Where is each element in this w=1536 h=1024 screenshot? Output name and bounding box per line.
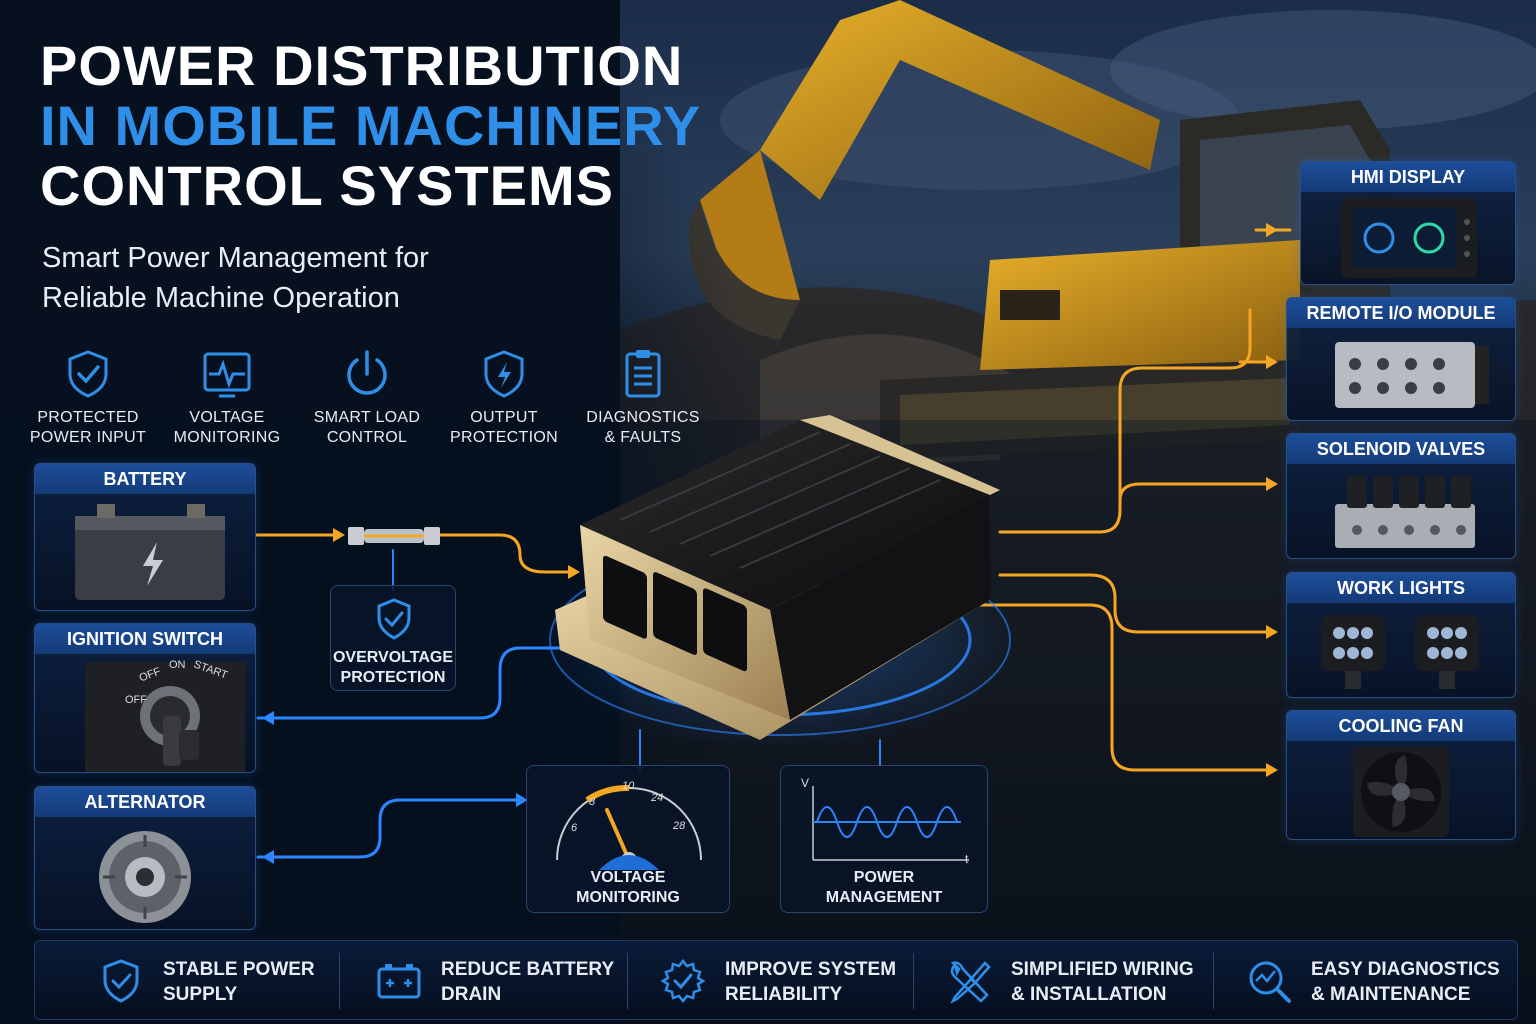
output-work-lights-panel: WORK LIGHTS [1286, 572, 1516, 698]
gauge-tick-24: 24 [651, 792, 664, 804]
shield-check-icon [68, 350, 108, 398]
shield-check-icon [377, 598, 411, 640]
feature-label-line-2: CONTROL [326, 429, 408, 446]
power-icon [347, 350, 387, 395]
output-solenoid-valves-panel: SOLENOID VALVES [1286, 433, 1516, 559]
voltage-gauge-icon [556, 784, 702, 870]
overvoltage-line-2: PROTECTION [340, 669, 446, 686]
feature-diagnostics-faults: DIAGNOSTICS & FAULTS [573, 346, 713, 448]
chart-x-axis-label: t [965, 852, 969, 866]
feature-label-line-1: PROTECTED [37, 409, 139, 426]
output-cooling-fan-panel: COOLING FAN [1286, 710, 1516, 840]
gauge-tick-6: 6 [571, 822, 578, 834]
feature-label-line-2: POWER INPUT [29, 429, 147, 446]
feature-label-line-2: & FAULTS [604, 429, 682, 446]
benefit-line-1: IMPROVE SYSTEM [725, 959, 897, 980]
feature-label-line-2: PROTECTION [450, 429, 558, 446]
feature-label-line-1: SMART LOAD [313, 409, 421, 426]
gauge-tick-10: 10 [622, 780, 635, 792]
benefit-line-2: & MAINTENANCE [1311, 984, 1471, 1005]
benefit-line-2: & INSTALLATION [1011, 984, 1167, 1005]
divider [1213, 953, 1214, 1009]
power-management-box: V t POWER MANAGEMENT [780, 765, 988, 913]
input-battery-panel: BATTERY [34, 463, 256, 611]
benefit-line-2: SUPPLY [163, 984, 238, 1005]
display-icon [1341, 198, 1477, 278]
power-caption-line-2: MANAGEMENT [825, 889, 943, 906]
title-line-2: IN MOBILE MACHINERY [40, 94, 701, 157]
wiring [255, 228, 1292, 859]
shield-bolt-icon [484, 350, 524, 398]
panel-header: HMI DISPLAY [1301, 162, 1515, 192]
divider [339, 953, 340, 1009]
panel-header: COOLING FAN [1287, 711, 1515, 741]
subtitle-line-1: Smart Power Management for [42, 242, 429, 274]
input-alternator-panel: ALTERNATOR [34, 786, 256, 930]
divider [627, 953, 628, 1009]
gauge-tick-8: 8 [589, 796, 596, 808]
feature-output-protection: OUTPUT PROTECTION [434, 346, 574, 448]
fuse-icon [348, 527, 440, 545]
output-remote-io-module-panel: REMOTE I/O MODULE [1286, 297, 1516, 421]
gauge-tick-28: 28 [673, 820, 686, 832]
ignition-label-on: ON [169, 659, 186, 671]
panel-header: WORK LIGHTS [1287, 573, 1515, 603]
feature-label-line-1: DIAGNOSTICS [586, 409, 700, 426]
subtitle-line-2: Reliable Machine Operation [42, 282, 400, 314]
output-hmi-display-panel: HMI DISPLAY [1300, 161, 1516, 285]
fan-icon [1353, 747, 1449, 837]
feature-voltage-monitoring: VOLTAGE MONITORING [157, 346, 297, 448]
subtitle: Smart Power Management for Reliable Mach… [42, 238, 429, 318]
benefit-line-1: SIMPLIFIED WIRING [1011, 959, 1194, 980]
benefit-line-2: RELIABILITY [725, 984, 843, 1005]
page-title: POWER DISTRIBUTION IN MOBILE MACHINERY C… [40, 36, 760, 216]
panel-header: BATTERY [35, 464, 255, 494]
input-ignition-switch-panel: IGNITION SWITCH OFF ON START OFF [34, 623, 256, 773]
power-distribution-module [555, 415, 1000, 740]
gear-check-icon [660, 958, 706, 1004]
power-waveform-icon [812, 786, 969, 861]
benefits-bar: STABLE POWER SUPPLY REDUCE BATTERY DRAIN I… [34, 940, 1518, 1020]
divider [913, 953, 914, 1009]
panel-header: ALTERNATOR [35, 787, 255, 817]
ignition-key-icon [85, 662, 245, 772]
feature-label-line-1: VOLTAGE [189, 409, 265, 426]
feature-label-line-1: OUTPUT [470, 409, 538, 426]
clipboard-icon [625, 350, 661, 398]
benefit-line-1: EASY DIAGNOSTICS [1311, 959, 1500, 980]
feature-protected-power-input: PROTECTED POWER INPUT [18, 346, 158, 448]
voltage-monitoring-gauge-box: 8 10 24 6 28 VOLTAGE MONITORING [526, 765, 730, 913]
search-chart-icon [1249, 961, 1291, 1003]
io-module-icon [1335, 342, 1489, 408]
gauge-caption-line-2: MONITORING [576, 889, 680, 906]
power-caption-line-1: POWER [853, 869, 915, 886]
benefit-line-1: REDUCE BATTERY [441, 959, 615, 980]
shield-check-icon [103, 959, 139, 1003]
alternator-icon [99, 831, 191, 923]
panel-header: IGNITION SWITCH [35, 624, 255, 654]
work-light-icon [1321, 615, 1479, 689]
chart-y-axis-label: V [801, 776, 810, 790]
overvoltage-line-1: OVERVOLTAGE [332, 649, 453, 666]
panel-header: SOLENOID VALVES [1287, 434, 1515, 464]
valve-block-icon [1335, 476, 1475, 548]
title-line-1: POWER DISTRIBUTION [40, 34, 684, 97]
waveform-monitor-icon [203, 352, 251, 398]
title-line-3: CONTROL SYSTEMS [40, 154, 615, 217]
battery-icon [377, 964, 421, 999]
gauge-caption-line-1: VOLTAGE [590, 869, 666, 886]
battery-icon [75, 504, 225, 600]
arrow-heads [333, 223, 1278, 777]
benefit-line-2: DRAIN [441, 984, 502, 1005]
feature-smart-load-control: SMART LOAD CONTROL [297, 346, 437, 448]
feature-label-line-2: MONITORING [173, 429, 281, 446]
ignition-label-off-lower: OFF [125, 694, 147, 706]
overvoltage-protection-box: OVERVOLTAGE PROTECTION [330, 585, 456, 691]
wrench-screwdriver-icon [950, 961, 991, 1004]
benefit-line-1: STABLE POWER [163, 959, 315, 980]
panel-header: REMOTE I/O MODULE [1287, 298, 1515, 328]
